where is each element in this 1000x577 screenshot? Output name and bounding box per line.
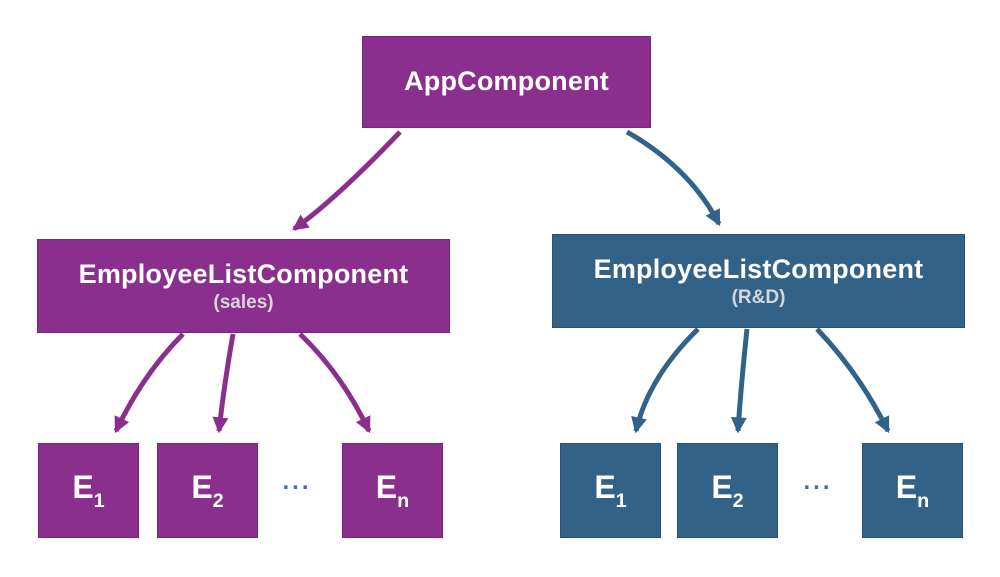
sales-employee-1-node: E1 xyxy=(38,443,139,538)
sales-employee-list-node: EmployeeListComponent (sales) xyxy=(37,239,450,333)
arrow-sales-to-e1 xyxy=(113,332,185,434)
employee-letter: E xyxy=(895,469,918,506)
arrow-rnd-to-e2 xyxy=(730,328,750,434)
rnd-employee-n-node: En xyxy=(862,443,963,538)
employee-subscript: 2 xyxy=(732,489,744,512)
employee-subscript: 2 xyxy=(212,489,224,512)
sales-employee-2-node: E2 xyxy=(157,443,258,538)
rnd-employee-1-node: E1 xyxy=(560,443,661,538)
employee-letter: E xyxy=(594,469,616,506)
rnd-employee-2-node: E2 xyxy=(677,443,778,538)
employee-subscript: 1 xyxy=(615,489,627,512)
sales-employee-n-label: En xyxy=(376,469,409,511)
arrow-app-to-rnd-list xyxy=(625,129,722,227)
sales-employee-list-sublabel: (sales) xyxy=(213,291,274,313)
rnd-employee-2-label: E2 xyxy=(711,469,743,511)
sales-ellipsis: ... xyxy=(282,468,312,495)
rnd-employee-list-label: EmployeeListComponent xyxy=(593,253,924,284)
sales-employee-list-label: EmployeeListComponent xyxy=(78,258,409,289)
rnd-employee-list-node: EmployeeListComponent (R&D) xyxy=(552,234,965,328)
sales-employee-1-label: E1 xyxy=(72,469,104,511)
employee-subscript: 1 xyxy=(93,489,105,512)
employee-letter: E xyxy=(711,469,733,506)
arrow-rnd-to-en xyxy=(815,327,891,434)
rnd-employee-1-label: E1 xyxy=(594,469,626,511)
employee-subscript: n xyxy=(917,489,930,512)
arrow-app-to-sales-list xyxy=(292,130,402,232)
employee-letter: E xyxy=(191,469,213,506)
sales-employee-n-node: En xyxy=(342,443,443,538)
sales-employee-2-label: E2 xyxy=(191,469,223,511)
rnd-employee-list-sublabel: (R&D) xyxy=(731,286,786,308)
app-component-label: AppComponent xyxy=(404,66,609,97)
app-component-node: AppComponent xyxy=(362,36,651,128)
rnd-ellipsis: ... xyxy=(803,468,833,495)
arrow-sales-to-e2 xyxy=(212,333,236,434)
arrow-rnd-to-e1 xyxy=(631,327,700,434)
employee-letter: E xyxy=(375,469,398,506)
employee-subscript: n xyxy=(397,489,410,512)
rnd-employee-n-label: En xyxy=(896,469,929,511)
employee-letter: E xyxy=(72,469,94,506)
arrow-sales-to-en xyxy=(298,332,372,434)
